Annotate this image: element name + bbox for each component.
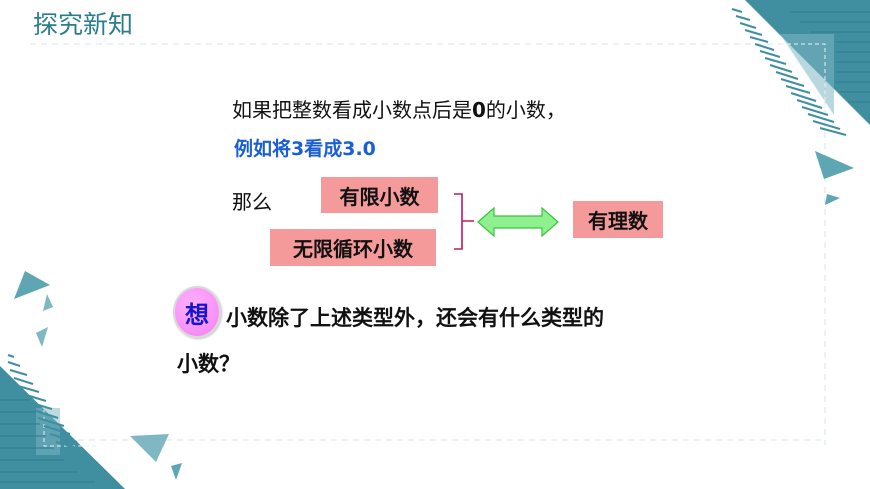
right-brace-icon <box>454 193 474 250</box>
example-text: 例如将3看成3.0 <box>234 138 376 160</box>
question-line-2: 小数？ <box>177 352 240 376</box>
top-right-corner-shape <box>731 0 870 136</box>
then-label: 那么 <box>232 190 272 214</box>
question-line-1: 小数除了上述类型外，还会有什么类型的 <box>226 306 604 330</box>
left-triangle-3 <box>36 327 48 347</box>
bottom-triangle-large <box>130 434 169 462</box>
dashed-frame <box>30 43 826 445</box>
bottom-left-corner-shape <box>0 354 125 489</box>
finite-decimal-box: 有限小数 <box>321 177 438 213</box>
bottom-triangle-small <box>171 463 182 480</box>
statement-line-1: 如果把整数看成小数点后是0的小数， <box>232 94 566 123</box>
left-triangle-2 <box>43 294 53 311</box>
rational-number-box: 有理数 <box>573 201 663 238</box>
repeating-decimal-box: 无限循环小数 <box>270 229 436 266</box>
think-badge: 想 <box>173 286 221 338</box>
statement-zero: 0 <box>472 98 486 122</box>
right-triangle-large <box>815 151 854 179</box>
double-arrow-icon <box>477 206 559 238</box>
statement-suffix: 的小数， <box>485 98 566 122</box>
right-triangle-small <box>825 194 840 205</box>
left-triangle-1 <box>14 271 50 299</box>
section-title: 探究新知 <box>33 10 134 39</box>
statement-prefix: 如果把整数看成小数点后是 <box>232 98 472 122</box>
